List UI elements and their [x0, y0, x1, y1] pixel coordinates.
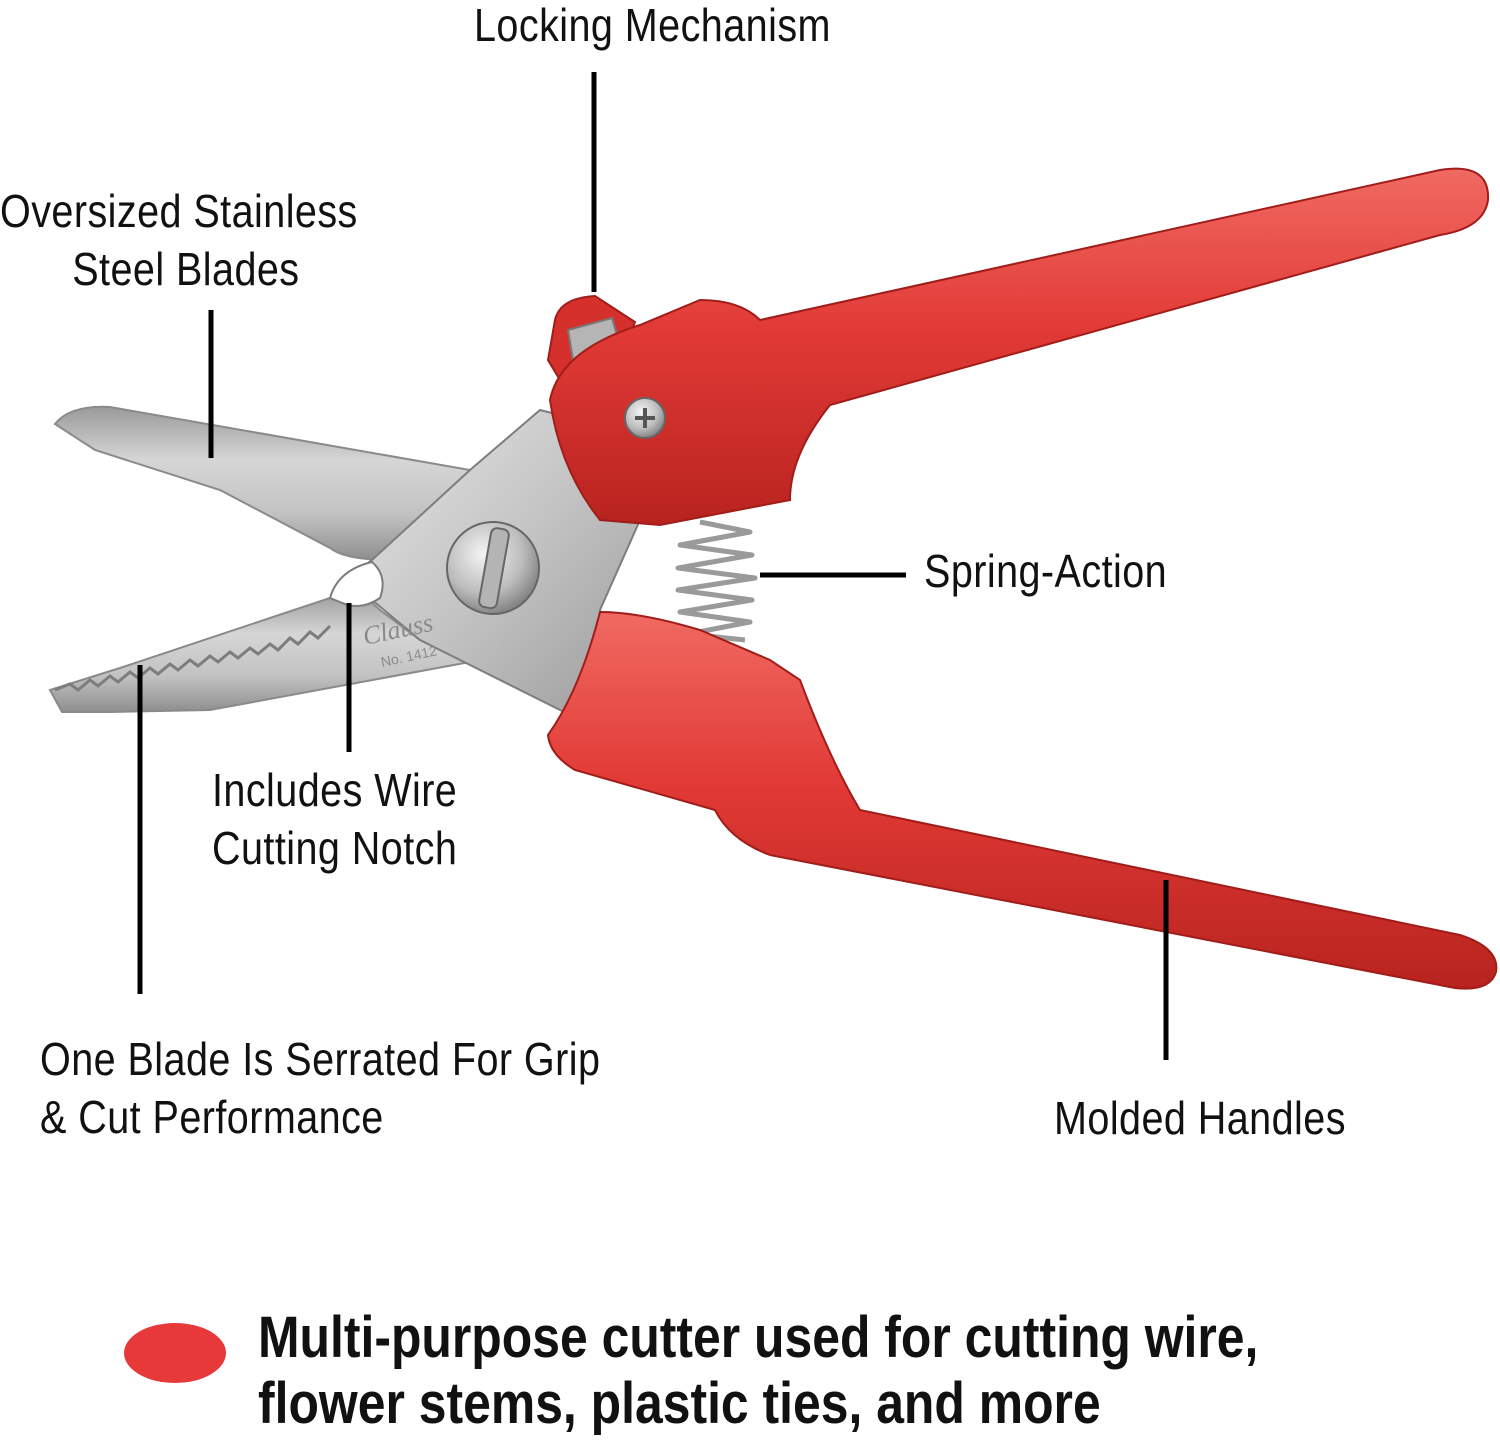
callout-text: Molded Handles — [1054, 1092, 1346, 1144]
callout-serrated-blade: One Blade Is Serrated For Grip & Cut Per… — [40, 1030, 600, 1146]
spring — [675, 519, 758, 643]
upper-handle — [548, 167, 1490, 527]
callout-text: One Blade Is Serrated For Grip — [40, 1033, 601, 1085]
product-caption: Multi-purpose cutter used for cutting wi… — [258, 1305, 1258, 1437]
callout-text: Cutting Notch — [212, 822, 458, 874]
red-bullet-icon — [124, 1323, 226, 1383]
callout-spring-action: Spring-Action — [924, 542, 1167, 600]
callout-locking-mechanism: Locking Mechanism — [474, 0, 831, 54]
callout-stainless-blades: Oversized Stainless Steel Blades — [0, 182, 358, 298]
callout-text: Locking Mechanism — [474, 0, 831, 51]
callout-text: Steel Blades — [72, 243, 300, 295]
phillips-head-icon — [635, 408, 655, 428]
pivot-screw-slot — [478, 527, 510, 610]
lower-handle — [546, 610, 1498, 990]
callout-text: Includes Wire — [212, 764, 458, 816]
caption-line: Multi-purpose cutter used for cutting wi… — [258, 1305, 1259, 1370]
serration-teeth — [54, 624, 332, 692]
caption-line: flower stems, plastic ties, and more — [258, 1371, 1101, 1436]
wire-notch — [328, 560, 384, 607]
callout-text: Oversized Stainless — [0, 185, 358, 237]
callout-text: Spring-Action — [924, 545, 1168, 597]
callout-molded-handles: Molded Handles — [1054, 1089, 1346, 1147]
callout-text: & Cut Performance — [40, 1091, 384, 1143]
callout-wire-notch: Includes Wire Cutting Notch — [212, 761, 457, 877]
